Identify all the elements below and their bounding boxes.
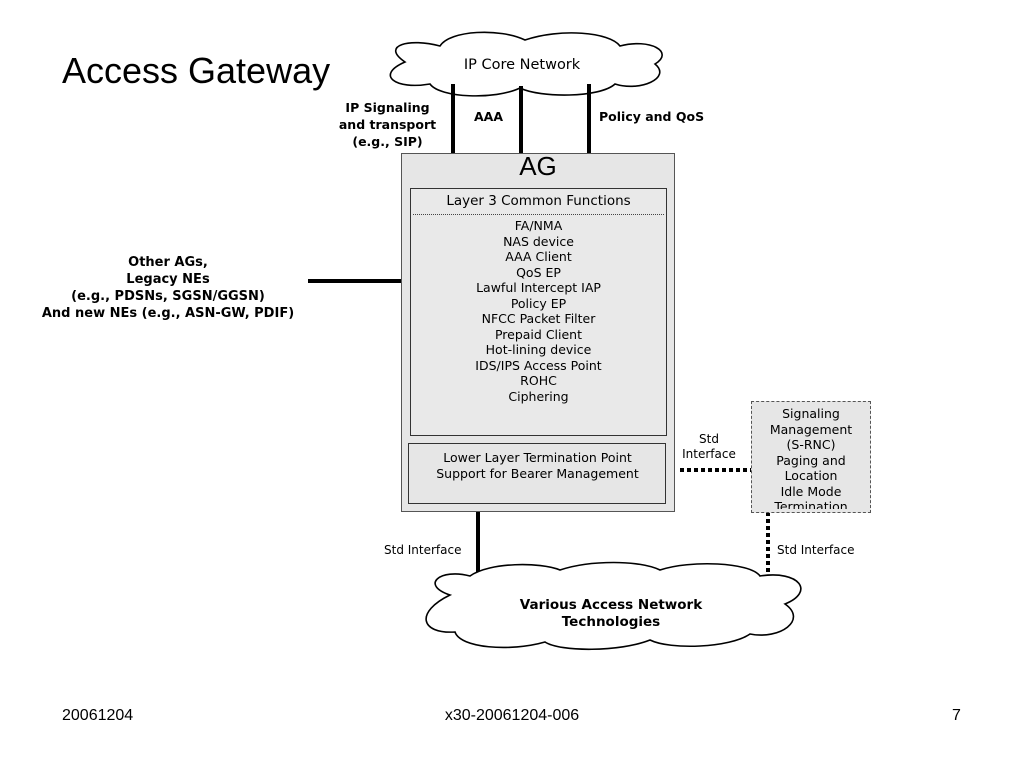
ip-signaling-line-2: and transport (338, 117, 437, 132)
footer-document-id: x30-20061204-006 (444, 707, 580, 724)
function-item: IDS/IPS Access Point (475, 357, 602, 373)
ag-title: AG (519, 151, 557, 181)
other-nes-line-3: (e.g., PDSNs, SGSN/GGSN) (71, 289, 265, 304)
function-item: NAS device (503, 233, 574, 249)
lower-layer-line-2: Support for Bearer Management (436, 466, 639, 481)
function-item: Prepaid Client (494, 326, 583, 342)
srnc-bottom-interface-label: Std Interface (777, 543, 855, 557)
layer3-box (410, 188, 667, 436)
function-item: QoS EP (516, 264, 561, 280)
function-item: Lawful Intercept IAP (476, 280, 601, 295)
access-network-line-1: Various Access Network (519, 597, 703, 613)
lower-layer-box (408, 443, 666, 504)
ip-signaling-line-3: (e.g., SIP) (352, 134, 423, 149)
other-nes-label: Other AGs, Legacy NEs (e.g., PDSNs, SGSN… (18, 254, 318, 322)
aaa-label: AAA (474, 109, 504, 124)
ag-bottom-interface-label: Std Interface (384, 543, 462, 557)
ip-core-network-label: IP Core Network (463, 57, 581, 73)
page-number: 7 (952, 707, 961, 724)
function-item: Ciphering (508, 388, 569, 404)
srnc-line: Management (769, 421, 853, 437)
srnc-text: Signaling Management (S-RNC) Paging and … (751, 406, 871, 509)
function-item: Hot-lining device (485, 342, 592, 357)
access-network-label: Various Access Network Technologies (486, 597, 736, 631)
policy-qos-label: Policy and QoS (599, 109, 705, 124)
footer-date: 20061204 (62, 707, 134, 724)
function-item: NFCC Packet Filter (481, 311, 596, 326)
other-nes-line-2: Legacy NEs (126, 272, 210, 287)
srnc-line: Location (784, 468, 838, 483)
other-nes-line-1: Other AGs, (128, 255, 208, 270)
access-network-line-2: Technologies (561, 614, 661, 630)
function-item: FA/NMA (514, 218, 563, 233)
other-nes-line-4: And new NEs (e.g., ASN-GW, PDIF) (41, 306, 295, 321)
function-item: Policy EP (510, 295, 567, 311)
srnc-line: Signaling (782, 406, 840, 421)
srnc-line: Paging and (776, 452, 846, 468)
srnc-line: Termination (774, 499, 848, 509)
layer3-divider (413, 214, 664, 215)
srnc-line: Idle Mode (780, 483, 842, 499)
slide-title: Access Gateway (62, 50, 331, 91)
srnc-line: (S-RNC) (786, 437, 836, 452)
layer3-title: Layer 3 Common Functions (446, 193, 631, 209)
ip-signaling-label: IP Signaling and transport (e.g., SIP) (330, 99, 445, 150)
ip-signaling-line-1: IP Signaling (345, 100, 430, 115)
layer3-function-list: FA/NMA NAS device AAA Client QoS EP Lawf… (411, 218, 666, 404)
std-interface-line-1: Std (699, 432, 719, 446)
srnc-side-interface-label: Std Interface (674, 432, 744, 462)
std-interface-line-2: Interface (682, 447, 736, 461)
access-network-cloud (425, 561, 802, 651)
srnc-box (751, 401, 871, 513)
function-item: AAA Client (505, 249, 572, 264)
lower-layer-text: Lower Layer Termination Point Support fo… (409, 450, 666, 482)
function-item: ROHC (520, 373, 557, 388)
lower-layer-line-1: Lower Layer Termination Point (443, 450, 632, 465)
